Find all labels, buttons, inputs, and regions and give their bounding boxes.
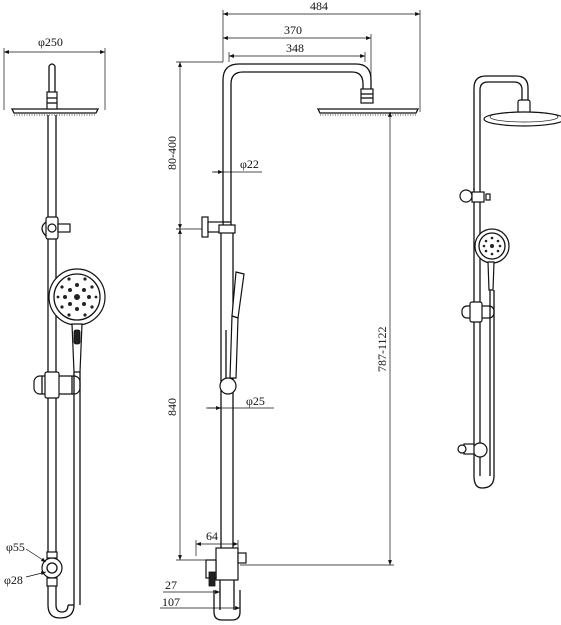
lower-pipe-diameter-label: φ25 (246, 394, 265, 408)
valve-offset-dimension: 64 (195, 529, 239, 556)
outlet-27-label: 27 (165, 578, 177, 592)
wall-bracket (41, 216, 71, 240)
arm-reach-label: 370 (284, 23, 302, 37)
outlet-107-label: 107 (162, 595, 180, 609)
mixer-dimensions: φ55 φ28 (4, 540, 47, 587)
perspective-hose (473, 290, 495, 489)
shower-hose (47, 372, 81, 619)
slide-holder (33, 371, 81, 399)
lower-pipe-diameter: φ25 (206, 394, 274, 410)
perspective-arm (473, 75, 561, 190)
hand-shower (48, 268, 106, 373)
rain-shower-head (10, 63, 100, 116)
height-range-label: 787-1122 (375, 326, 389, 372)
perspective-hand-shower (474, 228, 510, 291)
arm-inner-dimension: 348 (228, 41, 366, 62)
rail-height-label: 840 (165, 398, 179, 416)
riser-pipe (47, 115, 57, 555)
valve-offset-label: 64 (206, 529, 218, 543)
nozzle-holes (56, 277, 98, 317)
perspective-view (457, 75, 561, 489)
outlet-107-dimension: 107 (160, 595, 240, 610)
side-view: 484 370 348 80- (160, 0, 421, 621)
shower-arm (222, 63, 420, 230)
perspective-slide (461, 301, 495, 323)
mixer-valve (41, 551, 63, 587)
head-diameter-label: φ250 (38, 35, 63, 49)
upper-pipe-diameter: φ22 (212, 157, 262, 174)
perspective-mixer (457, 442, 488, 458)
overall-width-label: 484 (310, 0, 328, 13)
wall-offset-dimension: 80-400 (165, 61, 223, 230)
side-hand-shower (219, 271, 245, 395)
wall-offset-label: 80-400 (165, 136, 179, 170)
rail-height-dimension: 840 (165, 228, 212, 561)
arm-reach-dimension: 370 (223, 23, 372, 90)
side-mixer (205, 547, 247, 621)
outlet-27-dimension: 27 (163, 578, 220, 594)
arm-inner-label: 348 (286, 41, 304, 55)
mixer-diameter-label: φ55 (6, 540, 25, 554)
upper-pipe-diameter-label: φ22 (240, 157, 259, 171)
inlet-diameter-label: φ28 (4, 573, 23, 587)
head-diameter-dimension: φ250 (3, 35, 106, 110)
overall-width-dimension: 484 (222, 0, 421, 112)
front-view: φ250 (3, 35, 106, 619)
height-range-dimension: 787-1122 (240, 112, 394, 566)
